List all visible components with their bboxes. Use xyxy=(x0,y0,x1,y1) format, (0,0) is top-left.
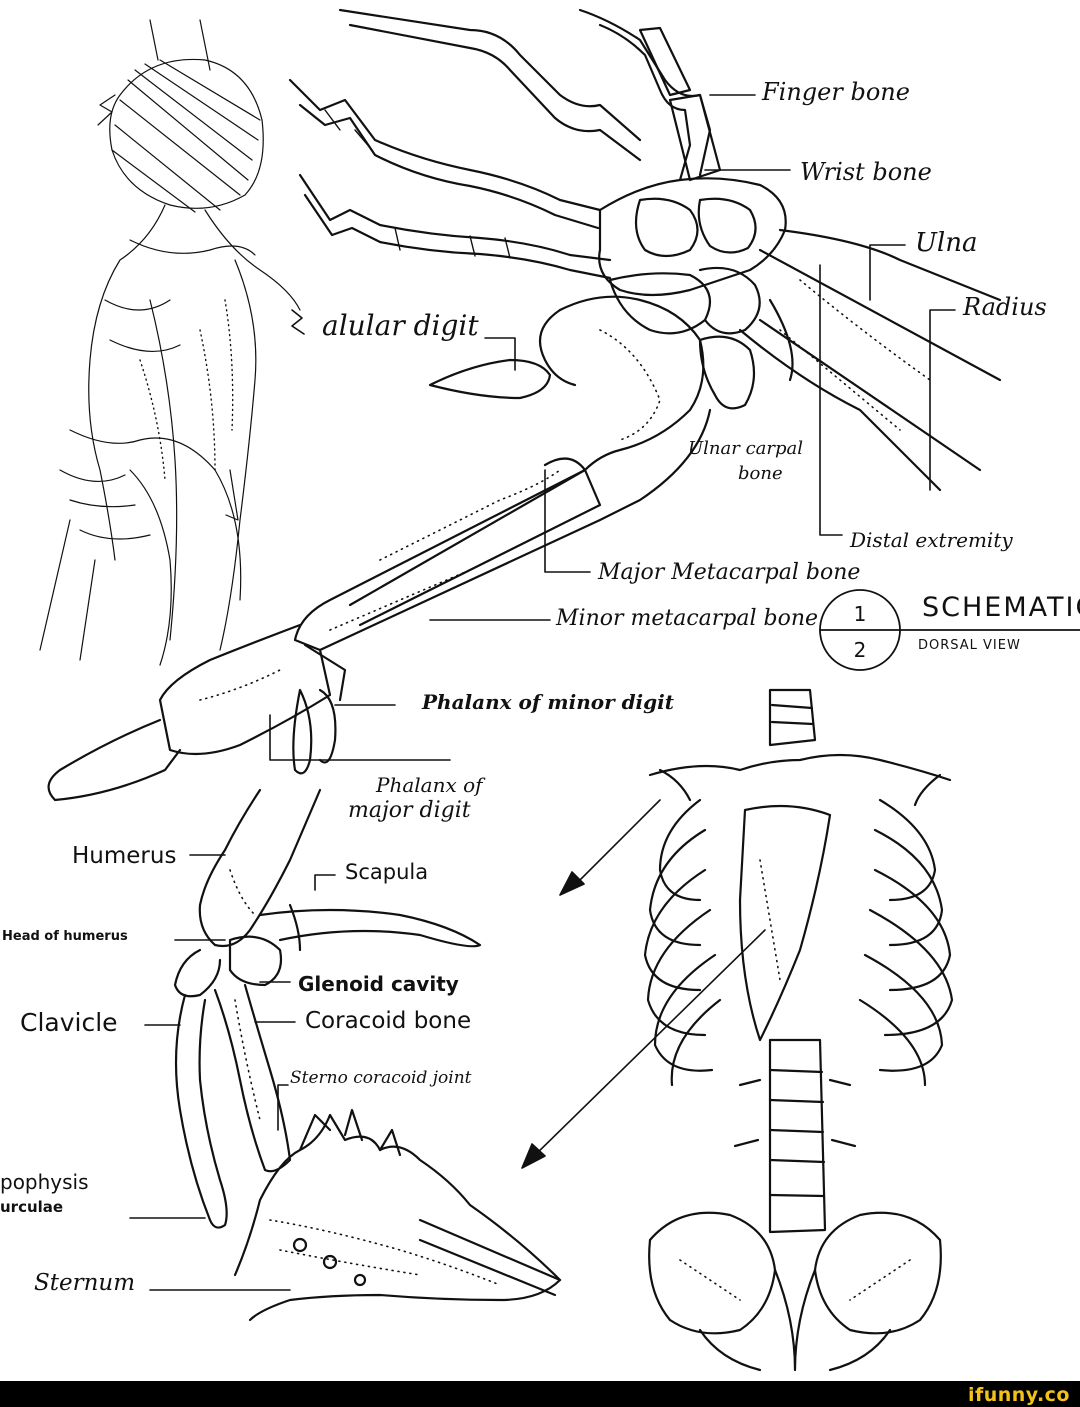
label-finger-bone: Finger bone xyxy=(762,78,910,106)
label-wrist-bone: Wrist bone xyxy=(800,158,932,186)
label-coracoid-bone: Coracoid bone xyxy=(305,1008,472,1034)
label-humerus: Humerus xyxy=(72,843,177,869)
label-alular-digit: alular digit xyxy=(322,309,479,342)
label-distal-extremity: Distal extremity xyxy=(850,528,1013,552)
label-phalanx-major-2: major digit xyxy=(348,798,471,823)
label-phalanx-minor: Phalanx of minor digit xyxy=(422,690,674,714)
label-furculae: urculae xyxy=(0,1198,64,1216)
schematic-badge xyxy=(819,589,1080,671)
label-ulnar-carpal-bone: bone xyxy=(738,463,783,484)
ribcage-skeleton xyxy=(643,688,954,1372)
schematic-number-bottom: 2 xyxy=(853,638,867,662)
schematic-title: SCHEMATIC xyxy=(922,592,1080,623)
label-sternum: Sternum xyxy=(34,1270,136,1296)
label-major-metacarpal: Major Metacarpal bone xyxy=(598,560,861,585)
label-head-of-humerus: Head of humerus xyxy=(2,929,128,944)
label-phalanx-major-1: Phalanx of xyxy=(376,773,483,797)
schematic-number-top: 1 xyxy=(853,602,867,626)
label-glenoid-cavity: Glenoid cavity xyxy=(298,972,459,996)
label-ulna: Ulna xyxy=(915,228,978,258)
label-scapula: Scapula xyxy=(345,860,429,884)
label-apophysis: pophysis xyxy=(0,1170,89,1194)
label-clavicle: Clavicle xyxy=(20,1008,118,1037)
leader-lines xyxy=(129,94,956,1291)
footer-bar: ifunny.co xyxy=(0,1381,1080,1407)
label-sterno-coracoid: Sterno coracoid joint xyxy=(290,1068,472,1088)
label-radius: Radius xyxy=(963,293,1047,321)
label-minor-metacarpal: Minor metacarpal bone xyxy=(556,606,819,631)
schematic-subtitle: DORSAL VIEW xyxy=(918,638,1021,653)
shoulder-girdle xyxy=(173,788,562,1322)
ifunny-watermark: ifunny.co xyxy=(967,1384,1070,1406)
label-ulnar-carpal: Ulnar carpal xyxy=(688,438,804,459)
figure-sketch xyxy=(39,19,305,666)
wing-hand-skeleton xyxy=(47,8,1002,802)
